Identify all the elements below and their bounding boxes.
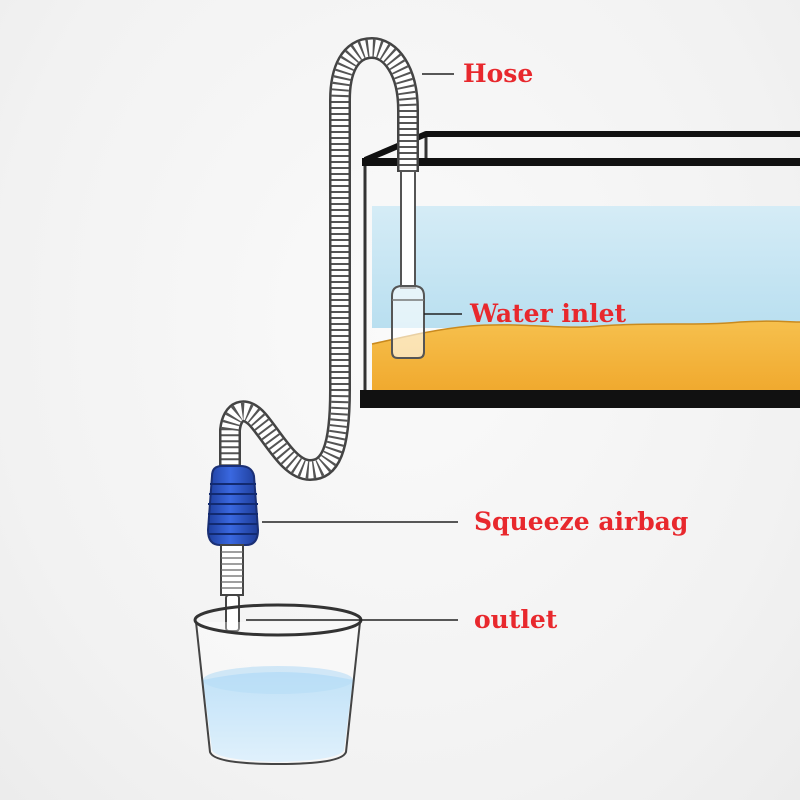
aquarium-sand <box>372 321 800 392</box>
outlet-nozzle <box>225 594 240 632</box>
aquarium-tank-icon <box>360 131 800 408</box>
squeeze-airbag-label: Squeeze airbag <box>474 507 689 536</box>
outlet-label: outlet <box>474 605 558 634</box>
aquarium-water <box>372 206 800 328</box>
bucket-icon <box>193 603 363 766</box>
hose <box>219 37 419 481</box>
hose-label: Hose <box>463 59 534 88</box>
water-inlet-label: Water inlet <box>470 299 627 328</box>
leader-lines <box>246 73 462 621</box>
tank-bottom-frame <box>360 390 800 408</box>
bucket-water <box>203 672 353 762</box>
inlet-cup <box>391 285 425 359</box>
siphon-pump-icon <box>206 465 260 632</box>
inlet-tube <box>391 169 425 359</box>
squeeze-airbag <box>206 465 260 546</box>
tank-top-frame <box>363 131 800 163</box>
